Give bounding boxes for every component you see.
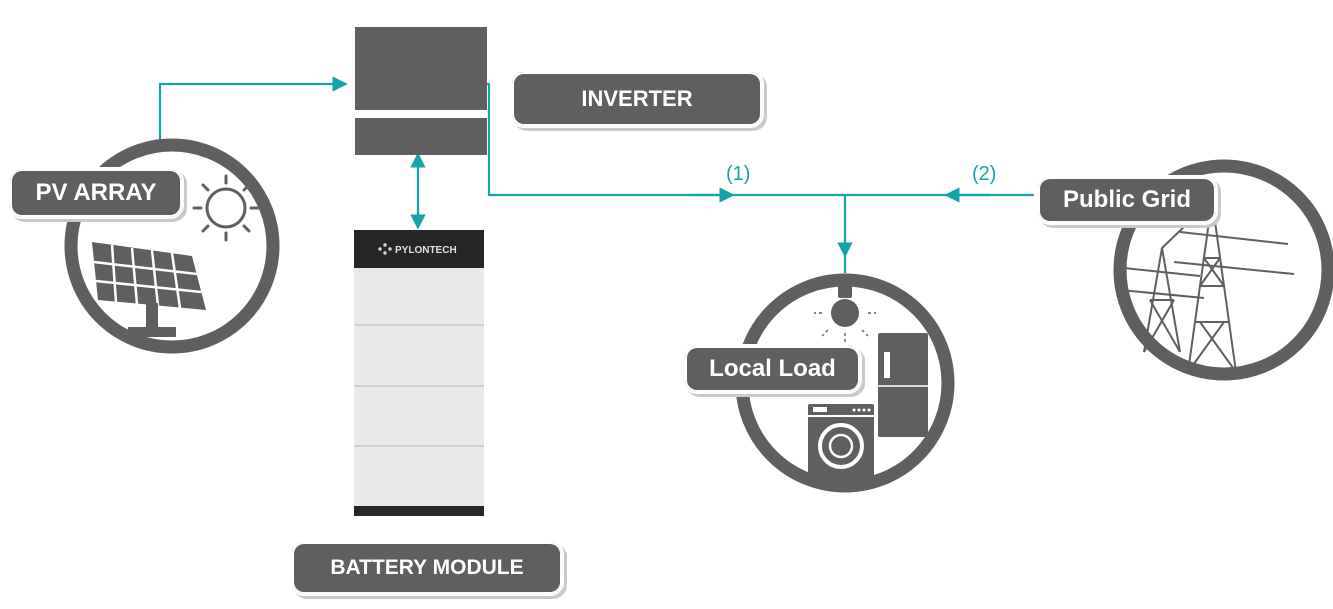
local-load-label: Local Load [683,344,862,394]
battery-module-node: PYLONTECH [354,230,484,516]
inverter-body [355,27,487,155]
inverter-node [355,27,487,155]
inverter-output-line [487,82,845,197]
pv-to-inverter-line [158,76,348,140]
local-load-node [735,273,955,493]
public-grid-label: Public Grid [1036,175,1218,225]
flow-2-label: (2) [972,163,997,185]
pylontech-logo-icon [378,243,392,255]
battery-module-label: BATTERY MODULE [290,540,564,596]
flow-1-label: (1) [726,163,751,185]
power-tower-icon [1119,199,1295,373]
inverter-divider [355,110,487,118]
battery-base [354,506,484,516]
solar-panel-icon [92,242,206,337]
pv-array-label: PV ARRAY [8,167,184,219]
refrigerator-icon [878,333,928,437]
washing-machine-icon [808,404,874,480]
light-bulb-icon [814,284,876,342]
connection-lines [158,76,1034,273]
sun-icon [192,174,260,242]
battery-brand-text: PYLONTECH [395,245,457,256]
battery-top-panel [354,230,484,268]
inverter-label: INVERTER [510,70,764,128]
